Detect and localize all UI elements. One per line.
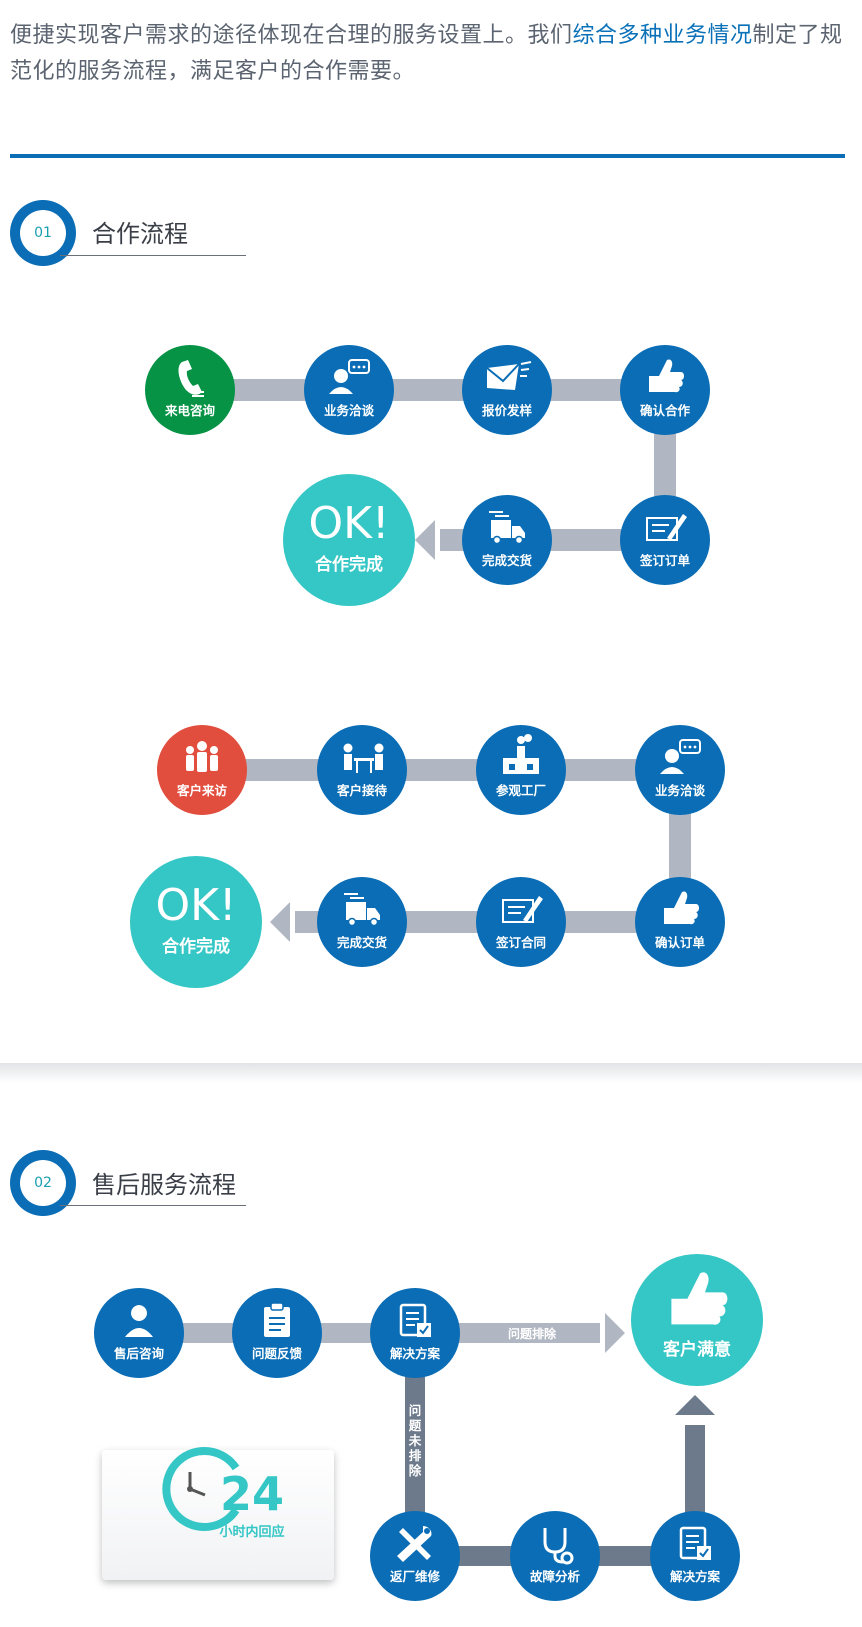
aftersales-node-5-label: 故障分析 xyxy=(530,1569,581,1584)
flow2-node-3-label: 参观工厂 xyxy=(496,783,546,798)
flow2-node-7-label: 完成交货 xyxy=(337,935,388,950)
arrow-unsolved-char: 未 xyxy=(408,1433,422,1448)
flow1-node-1-label: 来电咨询 xyxy=(164,403,216,418)
flow1-node-6-circle xyxy=(462,495,552,585)
section-1-underline xyxy=(60,255,246,256)
satisfied-label: 客户满意 xyxy=(662,1339,731,1360)
flow2-node-5-label: 确认订单 xyxy=(655,935,706,950)
flow2-node-2-circle xyxy=(317,725,407,815)
flow2-end-label: 合作完成 xyxy=(162,936,230,957)
flow1-node-2-label: 业务洽谈 xyxy=(324,403,375,418)
arrow-unsolved-char: 题 xyxy=(409,1418,422,1433)
section-2-title: 售后服务流程 xyxy=(92,1171,236,1199)
section-2-number: 02 xyxy=(20,1160,66,1206)
response-24h-card xyxy=(102,1450,334,1580)
intro-highlight: 综合多种业务情况 xyxy=(572,23,753,48)
flow2-node-7-circle xyxy=(317,877,407,967)
aftersales-node-1-label: 售后咨询 xyxy=(114,1346,165,1361)
intro-paragraph: 便捷实现客户需求的途径体现在合理的服务设置上。我们综合多种业务情况制定了规范化的… xyxy=(10,18,855,90)
flow1-arrow-head xyxy=(415,520,435,560)
aftersales-node-4-label: 返厂维修 xyxy=(390,1569,441,1584)
flow2-arrow-head xyxy=(270,902,290,942)
section-2-underline xyxy=(60,1205,246,1206)
card-text: 小时内回应 xyxy=(219,1524,284,1540)
flow1-node-3-circle xyxy=(462,345,552,435)
flow1-node-4-label: 确认合作 xyxy=(640,403,691,418)
aftersales-node-2-label: 问题反馈 xyxy=(252,1346,303,1361)
arrow-unsolved-char: 除 xyxy=(409,1463,422,1478)
clipboard-icon xyxy=(263,1302,291,1338)
card-number: 24 xyxy=(220,1467,284,1521)
flow1-end-ok-text: OK! xyxy=(308,498,389,549)
flow2-node-4-circle xyxy=(635,725,725,815)
flow1-node-3-label: 报价发样 xyxy=(482,403,533,418)
intro-text-after: 制定了规范化的服务流程，满足客户的合作需要。 xyxy=(10,23,843,84)
intro-text-before: 便捷实现客户需求的途径体现在合理的服务设置上。我们 xyxy=(10,23,573,48)
aftersales-node-6-circle xyxy=(650,1511,740,1601)
flow2-node-6-label: 签订合同 xyxy=(495,935,546,950)
flow2-node-1-label: 客户来访 xyxy=(176,783,228,798)
section-2-badge: 02 xyxy=(10,1150,76,1216)
arrow-unsolved-char: 排 xyxy=(409,1448,422,1463)
flow2-end-ok-text: OK! xyxy=(155,880,236,931)
section-1-number: 01 xyxy=(20,210,66,256)
aftersales-node-3-label: 解决方案 xyxy=(390,1346,441,1361)
flow2-end-circle xyxy=(130,856,262,988)
clock-center xyxy=(187,1486,193,1492)
flow1-end-label: 合作完成 xyxy=(315,554,383,575)
section-divider xyxy=(0,1063,862,1083)
clock-icon xyxy=(162,1447,240,1531)
arrow-unsolved-char: 问 xyxy=(409,1403,422,1418)
flow2-node-4-label: 业务洽谈 xyxy=(655,783,706,798)
flow1-node-2-circle xyxy=(304,345,394,435)
aftersales-node-4-circle xyxy=(370,1511,460,1601)
aftersales-node-3-circle xyxy=(370,1288,460,1378)
flow1-node-5-label: 签订订单 xyxy=(639,553,691,568)
flow1-node-6-label: 完成交货 xyxy=(482,553,533,568)
flow1-end-circle xyxy=(283,474,415,606)
arrow-solved-label: 问题排除 xyxy=(508,1326,557,1341)
section-1-badge: 01 xyxy=(10,200,76,266)
header-rule xyxy=(10,154,845,158)
aftersales-up-arrow-head xyxy=(675,1395,715,1415)
aftersales-solved-arrow-head xyxy=(605,1313,625,1353)
aftersales-node-6-label: 解决方案 xyxy=(670,1569,721,1584)
flow2-node-2-label: 客户接待 xyxy=(336,783,388,798)
section-1-title: 合作流程 xyxy=(92,220,188,248)
